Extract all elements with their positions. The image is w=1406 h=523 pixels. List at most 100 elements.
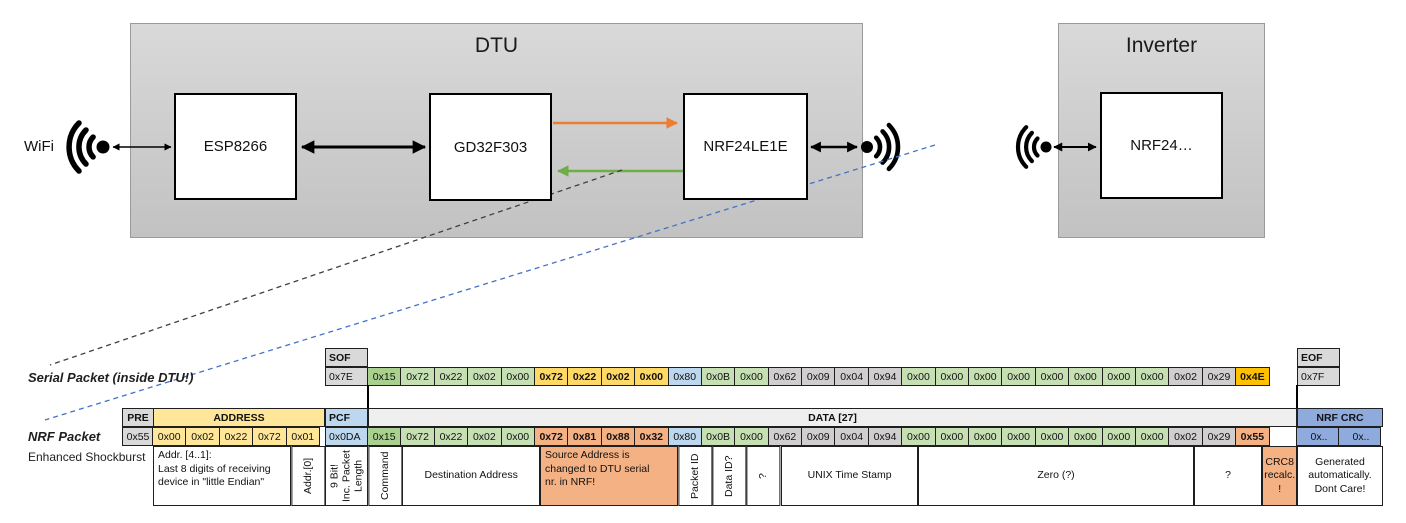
byte-cell: 0x00 — [1134, 367, 1170, 386]
annotation-cell: Destination Address — [402, 446, 540, 506]
byte-cell: 0x02 — [185, 427, 220, 446]
byte-cell: 0x00 — [1101, 427, 1136, 446]
byte-cell: 0x00 — [734, 427, 769, 446]
eof-value: 0x7F — [1297, 367, 1340, 386]
byte-cell: 0x04 — [834, 427, 869, 446]
byte-cell: 0x55 — [1235, 427, 1270, 446]
nrf-crc-header: NRF CRC — [1297, 408, 1383, 427]
byte-cell: 0x02 — [1168, 427, 1203, 446]
sof-value: 0x7E — [325, 367, 368, 386]
byte-cell: 0x0B — [700, 367, 736, 386]
inverter-container: Inverter — [1058, 23, 1265, 238]
dtu-title: DTU — [474, 34, 519, 57]
byte-cell: 0x4E — [1235, 367, 1270, 386]
byte-cell: 0x00 — [1001, 427, 1036, 446]
annotation-cell: CRC8 recalc. ! — [1262, 446, 1297, 506]
byte-cell: 0x00 — [734, 367, 769, 386]
serial-packet-label: Serial Packet (inside DTU!) — [28, 370, 194, 385]
byte-cell: 0x00 — [934, 367, 970, 386]
byte-cell: 0x00 — [1101, 367, 1136, 386]
byte-cell: 0x04 — [834, 367, 869, 386]
byte-cell: 0x00 — [634, 367, 669, 386]
byte-cell: 0x88 — [600, 427, 636, 446]
byte-cell: 0x00 — [152, 427, 187, 446]
node-inverter-nrf24: NRF24… — [1100, 92, 1223, 199]
byte-cell: 0x00 — [500, 367, 535, 386]
node-esp8266: ESP8266 — [174, 93, 297, 200]
inverter-title: Inverter — [1125, 34, 1198, 57]
byte-cell: 0x72 — [400, 367, 435, 386]
nrf-crc-byte-row: 0x..0x.. — [1296, 427, 1381, 446]
nrf-packet-label: NRF Packet — [28, 429, 101, 444]
byte-cell: 0x.. — [1338, 427, 1381, 446]
pcf-header: PCF — [325, 408, 368, 427]
byte-cell: 0x29 — [1201, 427, 1237, 446]
byte-cell: 0x94 — [867, 427, 903, 446]
node-gd32f303: GD32F303 — [429, 93, 552, 201]
byte-cell: 0x02 — [600, 367, 636, 386]
byte-cell: 0x00 — [1034, 427, 1070, 446]
byte-cell: 0x01 — [285, 427, 320, 446]
table-connector-left — [367, 385, 369, 408]
annotation-cell: Packet ID — [677, 446, 712, 506]
byte-cell: 0x15 — [367, 367, 402, 386]
byte-cell: 0x94 — [867, 367, 903, 386]
annotation-cell: Data ID? — [712, 446, 747, 506]
annotation-cell: Addr. [4..1]: Last 8 digits of receiving… — [153, 446, 291, 506]
wifi-label: WiFi — [24, 138, 54, 155]
annotation-cell: Zero (?) — [918, 446, 1194, 506]
byte-cell: 0x00 — [901, 427, 936, 446]
byte-cell: 0x02 — [467, 367, 502, 386]
sof-header: SOF — [325, 348, 368, 367]
byte-cell: 0x00 — [1034, 367, 1070, 386]
byte-cell: 0x72 — [400, 427, 435, 446]
annotation-cell: ? — [746, 446, 781, 506]
pcf-value: 0x0DA — [325, 427, 368, 446]
byte-cell: 0x00 — [968, 367, 1003, 386]
byte-cell: 0x29 — [1201, 367, 1237, 386]
annotation-cell: ? — [1193, 446, 1263, 506]
annotation-cell: Command — [368, 446, 403, 506]
byte-cell: 0x00 — [500, 427, 535, 446]
byte-cell: 0x00 — [1068, 367, 1103, 386]
byte-cell: 0x0B — [700, 427, 736, 446]
byte-cell: 0x02 — [467, 427, 502, 446]
wifi-signal-icon — [66, 120, 110, 174]
annotation-cell: Source Address is changed to DTU serial … — [540, 446, 678, 506]
inverter-radio-waves-icon — [1015, 125, 1052, 169]
node-nrf24le1e: NRF24LE1E — [683, 93, 808, 200]
byte-cell: 0x00 — [934, 427, 970, 446]
byte-cell: 0x80 — [667, 367, 702, 386]
address-header: ADDRESS — [153, 408, 325, 427]
annotation-cell: UNIX Time Stamp — [780, 446, 919, 506]
data-header: DATA [27] — [368, 408, 1297, 427]
table-connector-right — [1296, 385, 1298, 408]
byte-cell: 0x00 — [1134, 427, 1170, 446]
byte-cell: 0x32 — [634, 427, 669, 446]
byte-cell: 0x02 — [1168, 367, 1203, 386]
byte-cell: 0x62 — [767, 427, 803, 446]
annotation-cell: 9 Bit! Inc. Packet Length — [325, 446, 368, 506]
byte-cell: 0x81 — [567, 427, 602, 446]
dtu-radio-waves-icon — [861, 122, 901, 172]
byte-cell: 0x62 — [767, 367, 803, 386]
byte-cell: 0x22 — [433, 367, 469, 386]
byte-cell: 0x80 — [667, 427, 702, 446]
byte-cell: 0x00 — [968, 427, 1003, 446]
byte-cell: 0x72 — [533, 427, 569, 446]
byte-cell: 0x00 — [1001, 367, 1036, 386]
byte-cell: 0x09 — [801, 367, 836, 386]
byte-cell: 0x72 — [533, 367, 569, 386]
byte-cell: 0x09 — [801, 427, 836, 446]
byte-cell: 0x22 — [218, 427, 254, 446]
byte-cell: 0x72 — [252, 427, 287, 446]
annotation-cell: Generated automatically. Dont Care! — [1297, 446, 1383, 506]
byte-cell: 0x00 — [901, 367, 936, 386]
annotation-cell: Addr.[0] — [290, 446, 325, 506]
enhanced-shockburst-label: Enhanced Shockburst — [28, 450, 146, 464]
byte-cell: 0x22 — [433, 427, 469, 446]
byte-cell: 0x00 — [1068, 427, 1103, 446]
